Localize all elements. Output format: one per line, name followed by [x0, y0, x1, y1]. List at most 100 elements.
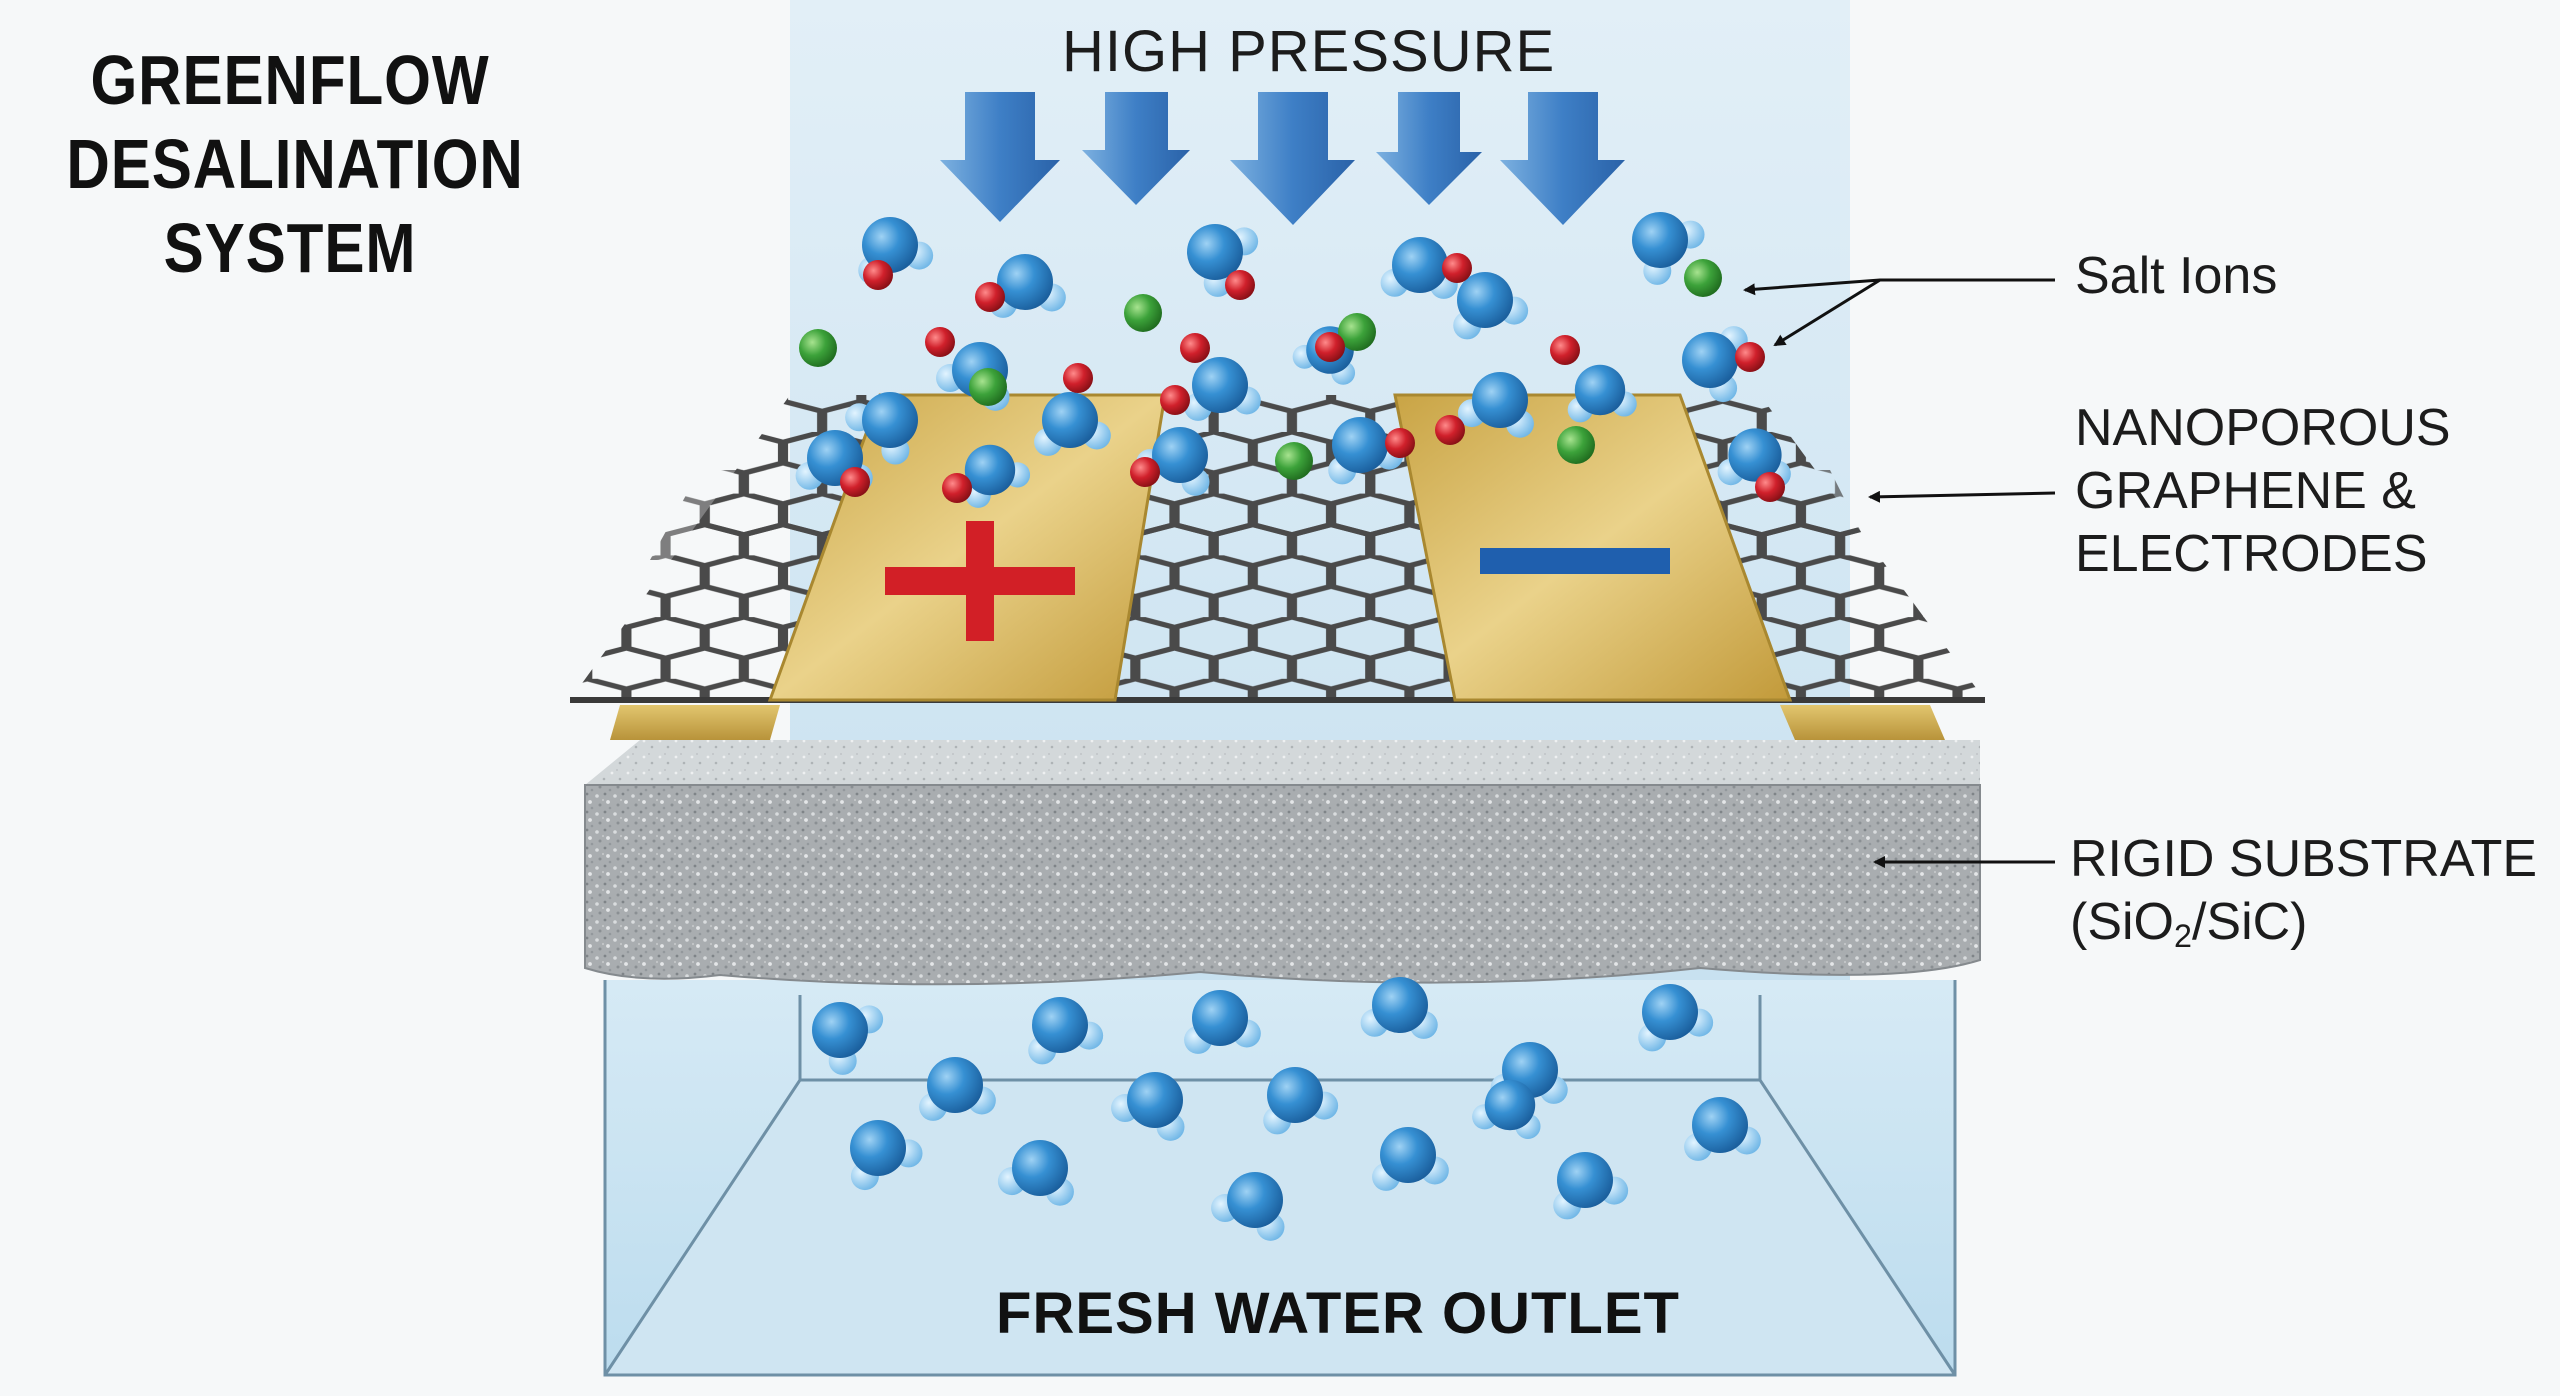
fresh-water-outlet-label: FRESH WATER OUTLET [996, 1281, 1680, 1346]
minus-sign [1480, 548, 1670, 574]
title-line-3: SYSTEM [163, 209, 417, 287]
callout-lines [1743, 278, 2056, 868]
graphene-pointer [1868, 490, 2056, 503]
salt-ions-pointer-2 [1773, 278, 1881, 347]
oxygen-atom [1127, 1072, 1183, 1128]
substrate-label-line-1: RIGID SUBSTRATE [2070, 830, 2538, 888]
negative-electrode-strip [1780, 705, 1945, 740]
oxygen-atom [1227, 1172, 1283, 1228]
oxygen-atom [1682, 332, 1738, 388]
water-molecule [1553, 1152, 1629, 1220]
water-molecule [1034, 392, 1111, 456]
plus-sign-stem [966, 521, 994, 641]
oxygen-atom [862, 217, 918, 273]
sodium-ion [840, 467, 870, 497]
oxygen-atom [927, 1057, 983, 1113]
oxygen-atom [1267, 1067, 1323, 1123]
water-molecule [1472, 1079, 1541, 1139]
oxygen-atom [1632, 212, 1688, 268]
water-molecule [1684, 1097, 1761, 1161]
oxygen-atom [1332, 417, 1388, 473]
sodium-ion [1755, 472, 1785, 502]
oxygen-atom [1012, 1140, 1068, 1196]
oxygen-atom [1187, 224, 1243, 280]
water-molecule [1567, 364, 1637, 423]
water-molecule [1360, 977, 1438, 1039]
sodium-ion [1063, 363, 1093, 393]
oxygen-atom [1192, 357, 1248, 413]
sodium-ion [1225, 270, 1255, 300]
oxygen-atom [850, 1120, 906, 1176]
oxygen-atom [1728, 428, 1782, 482]
oxygen-atom [997, 254, 1053, 310]
oxygen-atom [1392, 237, 1448, 293]
graphene-label-line-3: ELECTRODES [2075, 525, 2428, 583]
high-pressure-label: HIGH PRESSURE [1062, 19, 1556, 84]
sodium-ion [1435, 415, 1465, 445]
water-molecule [1111, 1072, 1185, 1141]
positive-electrode-strip [610, 705, 780, 740]
water-molecule [845, 392, 918, 465]
graphene-label: NANOPOROUS GRAPHENE & ELECTRODES [2075, 397, 2451, 586]
oxygen-atom [1472, 372, 1528, 428]
oxygen-atom [1557, 1152, 1613, 1208]
graphene-label-line-1: NANOPOROUS [2075, 399, 2451, 457]
water-molecule [1028, 997, 1104, 1065]
salt-ions-label: Salt Ions [2075, 247, 2278, 305]
pressure-arrows [940, 92, 1625, 225]
oxygen-atom [1372, 977, 1428, 1033]
oxygen-atom [1042, 392, 1098, 448]
water-molecule [1457, 372, 1534, 438]
oxygen-atom [1380, 1127, 1436, 1183]
substrate-formula-sio: (SiO [2070, 893, 2174, 951]
water-molecule [1211, 1172, 1285, 1241]
graphene-label-line-2: GRAPHENE & [2075, 462, 2416, 520]
oxygen-atom [964, 444, 1016, 496]
sodium-ion [1160, 385, 1190, 415]
sodium-ion [1442, 253, 1472, 283]
molecules [795, 212, 1791, 1241]
water-molecule [812, 1002, 884, 1075]
sodium-ion [1315, 332, 1345, 362]
oxygen-atom [1152, 427, 1208, 483]
water-molecule [1187, 224, 1259, 297]
oxygen-atom [1574, 364, 1626, 416]
sodium-ion [942, 473, 972, 503]
water-molecule [1638, 984, 1714, 1052]
water-molecule [919, 1057, 996, 1121]
sodium-ion [1130, 457, 1160, 487]
title-line-1: GREENFLOW [90, 41, 490, 119]
water-molecule [1263, 1067, 1339, 1135]
sodium-ion [1385, 428, 1415, 458]
sodium-ion [1735, 342, 1765, 372]
oxygen-atom [1192, 990, 1248, 1046]
water-molecule [1184, 357, 1261, 421]
oxygen-atom [1484, 1079, 1536, 1131]
chloride-ion [799, 329, 837, 367]
water-molecule [1453, 272, 1529, 340]
water-molecule [1372, 1127, 1449, 1191]
sodium-ion [1550, 335, 1580, 365]
substrate-label: RIGID SUBSTRATE (SiO2/SiC) [2070, 828, 2537, 954]
chloride-ion [1338, 313, 1376, 351]
oxygen-atom [862, 392, 918, 448]
diagram-title: GREENFLOW DESALINATION SYSTEM [66, 38, 524, 290]
oxygen-atom [1642, 984, 1698, 1040]
water-molecule [1632, 212, 1705, 285]
chloride-ion [1684, 259, 1722, 297]
oxygen-atom [812, 1002, 868, 1058]
substrate-label-line-2: (SiO2/SiC) [2070, 891, 2537, 954]
oxygen-atom [1692, 1097, 1748, 1153]
sodium-ion [925, 327, 955, 357]
chloride-ion [1557, 426, 1595, 464]
title-line-2: DESALINATION [66, 125, 524, 203]
oxygen-atom [1457, 272, 1513, 328]
chloride-ion [1275, 442, 1313, 480]
water-molecule [850, 1120, 923, 1191]
substrate-formula-sic: /SiC) [2191, 893, 2308, 951]
chloride-ion [1124, 294, 1162, 332]
sodium-ion [1180, 333, 1210, 363]
rigid-substrate [584, 740, 1981, 986]
sodium-ion [863, 260, 893, 290]
